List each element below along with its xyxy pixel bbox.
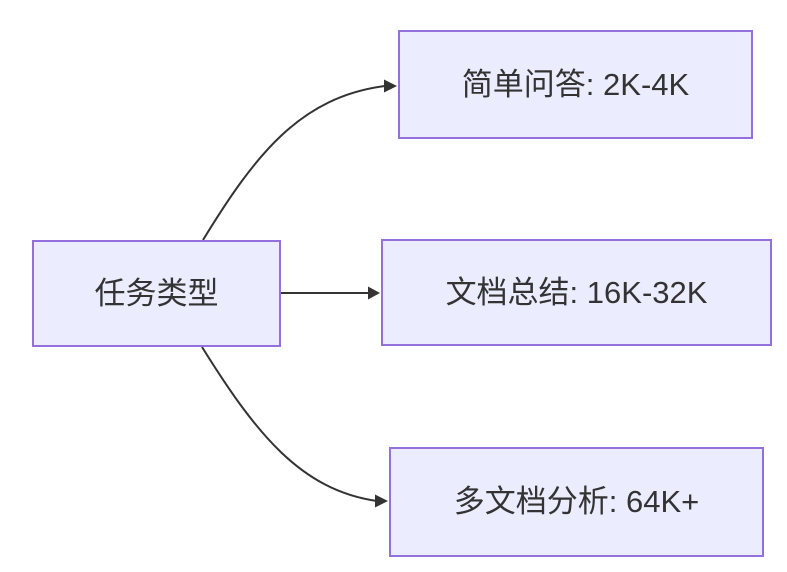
node-task-type: 任务类型 bbox=[32, 240, 281, 347]
node-doc-summary: 文档总结: 16K-32K bbox=[381, 239, 772, 346]
node-simple-qa-label: 简单问答: 2K-4K bbox=[461, 66, 690, 102]
node-doc-summary-label: 文档总结: 16K-32K bbox=[445, 274, 708, 310]
edge-task-to-multidoc-analysis bbox=[201, 346, 378, 502]
node-task-type-label: 任务类型 bbox=[94, 275, 219, 311]
node-multidoc-analysis: 多文档分析: 64K+ bbox=[389, 447, 764, 557]
arrowhead-icon bbox=[375, 494, 388, 508]
arrowhead-icon bbox=[384, 79, 397, 93]
node-simple-qa: 简单问答: 2K-4K bbox=[398, 30, 753, 139]
edge-task-to-simple-qa bbox=[202, 85, 386, 241]
node-multidoc-analysis-label: 多文档分析: 64K+ bbox=[453, 484, 700, 520]
arrowhead-icon bbox=[368, 286, 380, 300]
